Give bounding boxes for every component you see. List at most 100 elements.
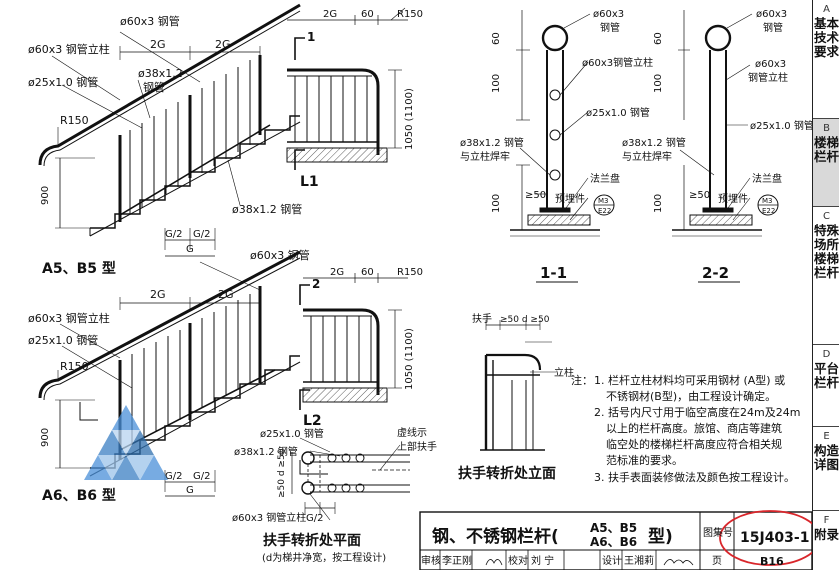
title-type-a: A5、B5 [590, 521, 637, 535]
chapter-code-a: A [823, 4, 830, 15]
plan-title: 扶手转折处平面 [263, 532, 361, 549]
dim-l1-1050: 1050 (1100) [404, 88, 415, 150]
s1-dim60: 60 [491, 32, 502, 45]
s1-post: ø60x3钢管立柱 [582, 56, 653, 69]
s2-rail-a: ø60x3 [756, 9, 787, 20]
s2-embed-tag-b: E22 [762, 207, 775, 215]
section-2-label: 2-2 [702, 264, 729, 282]
check-label: 校对 [508, 554, 528, 567]
chapter-text-e: 构造详图 [813, 442, 839, 472]
chapter-text-b: 楼梯栏杆 [813, 134, 839, 164]
s2-rail-b: 钢管 [763, 21, 783, 34]
dim-900: 900 [40, 186, 51, 205]
detail-l1-labels: 2G 60 R150 1 L1 1050 (1100) [300, 9, 423, 190]
a6-dim-g: G [186, 485, 194, 496]
a6-dim-g2-2: G/2 [193, 471, 210, 482]
drawing-sheet: ø60x3 钢管 ø60x3 钢管立柱 ø25x1.0 钢管 ø38x1.2 钢… [28, 3, 812, 570]
title-type-b: A6、B6 [590, 535, 637, 549]
chapter-tab-a[interactable]: A 基本技术要求 [813, 0, 839, 119]
label-l1-r150: R150 [397, 9, 423, 20]
chapter-tab-c[interactable]: C 特殊场所楼梯栏杆 [813, 207, 839, 345]
a6-dim-g2-1: G/2 [165, 471, 182, 482]
note-line-3: 以上的栏杆高度。旅馆、商店等建筑 [606, 421, 782, 435]
dim-l2-1050: 1050 (1100) [404, 328, 415, 390]
atlas-number-highlight [719, 510, 812, 566]
s2-flange: 法兰盘 [752, 172, 782, 185]
page-label: 页 [712, 555, 722, 567]
title-block-text: 钢、不锈钢栏杆( A5、B5 A6、B6 型) 图集号 15J403-1 审核 … [421, 521, 809, 568]
plan-dash-a: 虚线示 [397, 426, 427, 439]
turn-elevation [480, 320, 556, 451]
a6-dim-900: 900 [40, 428, 51, 447]
s2-post-a: ø60x3 [755, 59, 786, 70]
chapter-tab-d[interactable]: D 平台栏杆 [813, 345, 839, 427]
s1-weld-a: ø38x1.2 钢管 [460, 136, 524, 149]
s1-embed: 预埋件 [555, 193, 585, 205]
chapter-tab-f[interactable]: F 附录 [813, 511, 839, 570]
elev-handrail: 扶手 [472, 312, 492, 325]
s1-embed-tag-a: M3 [598, 197, 609, 205]
title-main: 钢、不锈钢栏杆( [432, 526, 559, 547]
a6-labels: ø60x3 钢管 ø60x3 钢管立柱 ø25x1.0 钢管 R150 2G 2… [28, 248, 310, 504]
a5-labels: ø60x3 钢管 ø60x3 钢管立柱 ø25x1.0 钢管 ø38x1.2 钢… [28, 14, 302, 277]
note-line-4: 临空处的楼梯栏杆高度应符合相关规 [606, 437, 782, 451]
watermark-logo [84, 405, 168, 480]
note-line-1: 不锈钢材(B型)，由工程设计确定。 [606, 389, 776, 403]
dim-2g-1: 2G [150, 38, 166, 51]
s2-embed: 预埋件 [718, 193, 748, 205]
dim-2g-2: 2G [215, 38, 231, 51]
dim-g: G [186, 244, 194, 255]
s2-weld-a: ø38x1.2 钢管 [622, 136, 686, 149]
s2-dim100b: 100 [653, 194, 664, 213]
s1-dim100b: 100 [491, 194, 502, 213]
label-bar38b: 钢管 [143, 80, 165, 94]
a6-dim-2g-2: 2G [218, 288, 234, 301]
chapter-code-c: C [823, 211, 830, 222]
detail-l1 [286, 7, 408, 170]
a6-r150: R150 [60, 360, 89, 373]
s2-dim50: ≥50 [689, 190, 710, 201]
chapter-text-d: 平台栏杆 [813, 360, 839, 390]
s1-weld-b: 与立柱焊牢 [460, 150, 510, 163]
label-l1: L1 [300, 174, 319, 190]
s1-dim100: 100 [491, 74, 502, 93]
label-bar38-bottom: ø38x1.2 钢管 [232, 202, 302, 216]
plan-dash-b: 上部扶手 [397, 440, 437, 453]
chapter-code-d: D [822, 349, 831, 360]
label-l2: L2 [303, 413, 322, 429]
chapter-code-b: B [823, 123, 830, 134]
dim-g2-1: G/2 [165, 229, 182, 240]
detail-l2 [299, 273, 408, 410]
elev-post: 立柱 [554, 366, 574, 379]
dim-l1-60: 60 [361, 9, 374, 20]
plan-bar25: ø25x1.0 钢管 [260, 427, 324, 440]
label-rail60: ø60x3 钢管 [120, 14, 180, 28]
chapter-tab-e[interactable]: E 构造详图 [813, 427, 839, 511]
designer: 王湘莉 [624, 554, 654, 567]
label-bar38a: ø38x1.2 [138, 67, 183, 80]
note-line-6: 3. 扶手表面装修做法及颜色按工程设计。 [594, 470, 795, 484]
plan-g2: G/2 [306, 513, 323, 524]
checker: 刘 宁 [531, 554, 554, 567]
marker-l2: 2 [312, 277, 320, 291]
chapter-code-f: F [823, 515, 830, 526]
plan-post: ø60x3 钢管立柱 [232, 511, 306, 524]
chapter-text-c: 特殊场所楼梯栏杆 [813, 222, 839, 280]
view-a6-label: A6、B6 型 [42, 487, 116, 504]
view-a5-label: A5、B5 型 [42, 260, 116, 277]
page-number: B16 [760, 555, 784, 568]
chapter-tab-b[interactable]: B 楼梯栏杆 [813, 119, 839, 207]
notes: 注： 1. 栏杆立柱材料均可采用钢材 (A型) 或 不锈钢材(B型)，由工程设计… [571, 373, 800, 484]
label-r150: R150 [60, 114, 89, 127]
a6-post60: ø60x3 钢管立柱 [28, 311, 110, 325]
plan-dim: ≥50 d ≥50 [277, 448, 287, 498]
design-label: 设计 [602, 554, 622, 567]
turn-plan-labels: ø25x1.0 钢管 ø38x1.2 钢管 虚线示 上部扶手 ≥50 d ≥50… [232, 426, 437, 564]
section-2-2-labels: ø60x3 钢管 ø60x3 钢管立柱 ø25x1.0 钢管 ø38x1.2 钢… [622, 9, 812, 283]
turn-elevation-labels: 扶手 ≥50 d ≥50 立柱 扶手转折处立面 [458, 312, 574, 482]
s2-embed-tag-a: M3 [762, 197, 773, 205]
section-1-1 [510, 10, 615, 237]
chapter-index: A 基本技术要求 B 楼梯栏杆 C 特殊场所楼梯栏杆 D 平台栏杆 E 构造详图… [812, 0, 839, 570]
atlas-number: 15J403-1 [740, 530, 809, 546]
note-line-0: 1. 栏杆立柱材料均可采用钢材 (A型) 或 [594, 373, 785, 387]
